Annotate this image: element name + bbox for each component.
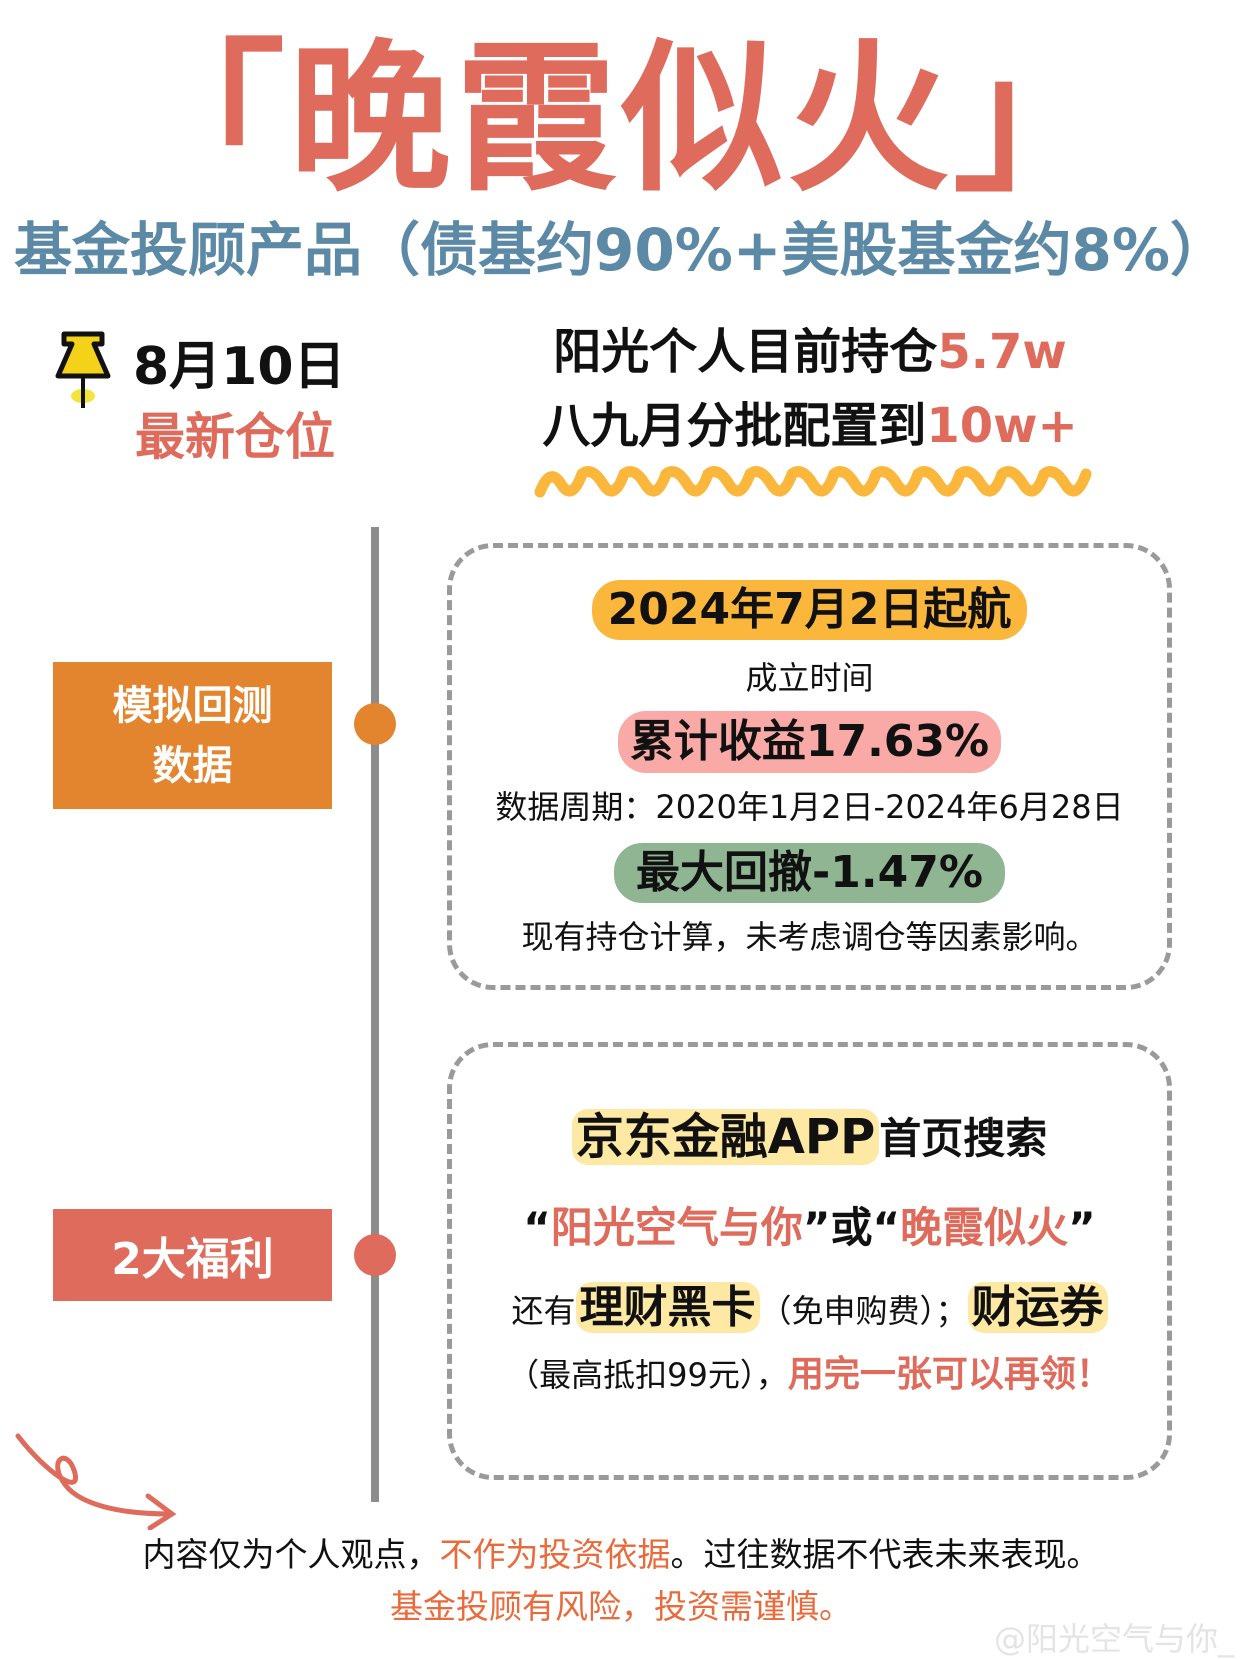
wavy-underline (534, 466, 1092, 498)
target-value: 10w+ (926, 398, 1078, 454)
warning-text: 不作为投资依据 (439, 1535, 671, 1574)
holding-value: 5.7w (937, 324, 1067, 380)
benefit-line: 还有理财黑卡（免申购费）；财运券 (447, 1278, 1172, 1341)
or-text: 或 (830, 1203, 873, 1252)
search-instruction: 京东金融APP首页搜索 (447, 1105, 1172, 1171)
text: 内容仅为个人观点， (142, 1535, 440, 1574)
pushpin-icon (55, 331, 111, 408)
benefits-card (447, 1042, 1172, 1480)
text: 还有 (511, 1292, 576, 1330)
max-drawdown: 最大回撤-1.47% (614, 843, 1005, 903)
curly-arrow-icon (15, 1433, 177, 1530)
tag-benefits: 2大福利 (53, 1209, 332, 1301)
keyword-1: 阳光空气与你 (550, 1203, 803, 1252)
disclaimer-line-2: 基金投顾有风险，投资需谨慎。 (390, 1587, 852, 1626)
launch-caption: 成立时间 (745, 659, 874, 697)
target-text: 八九月分批配置到 (542, 398, 927, 454)
text: 。过往数据不代表未来表现。 (670, 1535, 1100, 1574)
reclaim-text: 用完一张可以再领！ (787, 1354, 1112, 1395)
search-location: 首页搜索 (879, 1114, 1048, 1163)
target-line: 八九月分批配置到10w+ (520, 394, 1100, 458)
page-title: 「晚霞似火」 (123, 26, 1119, 214)
black-card: 理财黑卡 (575, 1282, 760, 1333)
quote: ” (802, 1203, 831, 1252)
text: （最高抵扣99元）， (507, 1356, 788, 1394)
search-keywords: “阳光空气与你”或“晚霞似火” (447, 1200, 1172, 1256)
tag-backtest: 模拟回测数据 (53, 662, 332, 809)
quote: ” (1068, 1203, 1096, 1252)
disclaimer-line-1: 内容仅为个人观点，不作为投资依据。过往数据不代表未来表现。 (143, 1532, 1100, 1578)
latest-position-label: 最新仓位 (135, 408, 335, 466)
text: （免申购费）； (759, 1292, 968, 1330)
cumulative-return: 累计收益17.63% (617, 711, 1002, 773)
position-date: 8月10日 (133, 337, 346, 397)
page-subtitle: 基金投顾产品（债基约90%+美股基金约8%） (14, 216, 1228, 284)
keyword-2: 晚霞似火 (900, 1203, 1069, 1252)
quote: “ (872, 1203, 901, 1252)
holding-line: 阳光个人目前持仓5.7w (520, 320, 1100, 384)
backtest-card (447, 543, 1172, 990)
holding-text: 阳光个人目前持仓 (553, 324, 938, 380)
timeline-line (371, 527, 379, 1502)
weibo-watermark: @阳光空气与你_ (993, 1620, 1234, 1658)
timeline-dot (354, 703, 396, 745)
calc-note: 现有持仓计算，未考虑调仓等因素影响。 (521, 918, 1098, 956)
fortune-coupon: 财运券 (967, 1282, 1108, 1333)
quote: “ (523, 1203, 551, 1252)
coupon-line: （最高抵扣99元），用完一张可以再领！ (447, 1350, 1172, 1400)
search-app: 京东金融APP (571, 1109, 880, 1165)
launch-date: 2024年7月2日起航 (591, 580, 1028, 640)
timeline-dot (354, 1234, 396, 1276)
data-period: 数据周期：2020年1月2日-2024年6月28日 (495, 788, 1124, 826)
